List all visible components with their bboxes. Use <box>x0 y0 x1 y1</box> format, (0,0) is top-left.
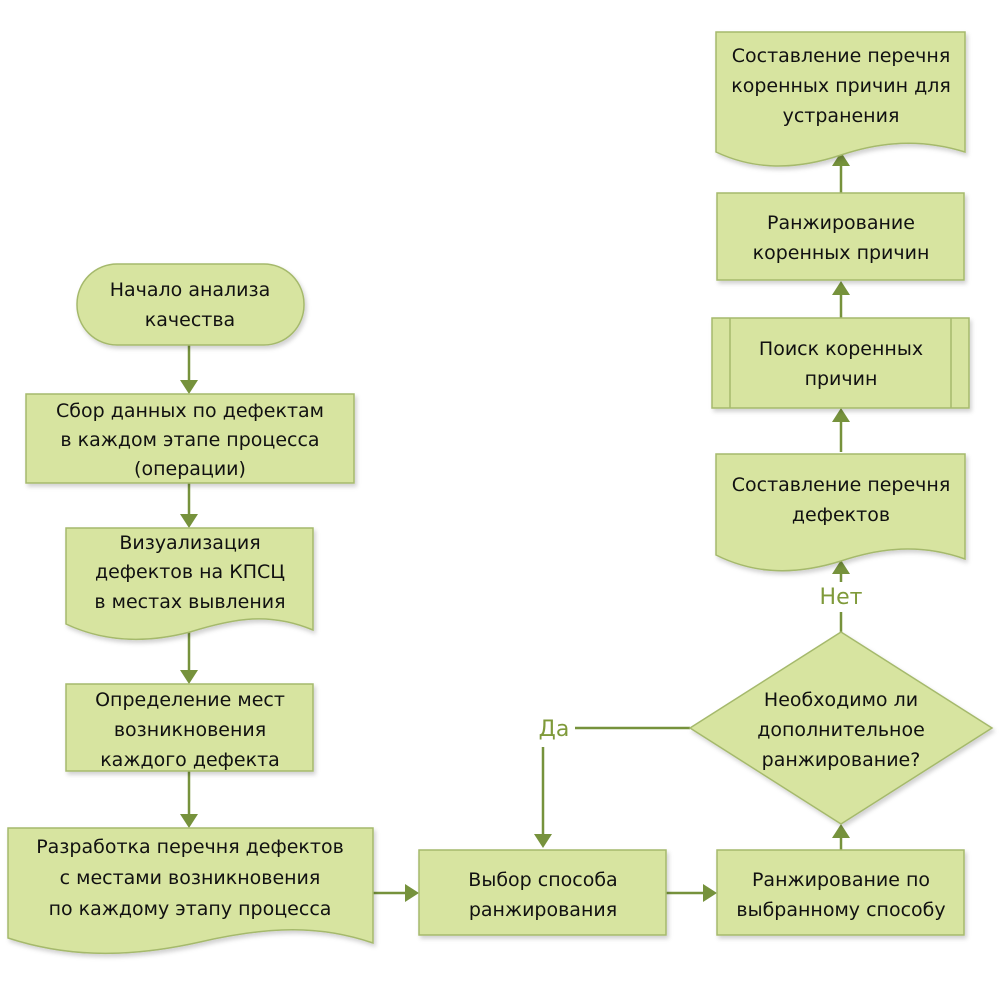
node-choose-method-line-2: ранжирования <box>469 899 617 921</box>
node-choose-method-line-1: Выбор способа <box>468 869 617 891</box>
node-locate-line-1: Определение мест <box>95 689 285 711</box>
node-visualize-line-3: в местах вывления <box>94 591 285 613</box>
node-start-line-1: Начало анализа <box>110 279 271 301</box>
arrowhead-icon <box>832 824 850 838</box>
node-rank-by-method-line-1: Ранжирование по <box>752 869 930 891</box>
node-visualize-line-1: Визуализация <box>119 532 260 554</box>
node-root-list-line-3: устранения <box>783 105 900 127</box>
node-develop-list[interactable]: Разработка перечня дефектов с местами во… <box>7 827 374 955</box>
node-decision-line-3: ранжирование? <box>762 749 921 771</box>
arrowhead-icon <box>703 884 717 902</box>
arrowhead-icon <box>180 514 198 528</box>
node-locate-line-3: каждого дефекта <box>100 749 280 771</box>
node-rank-roots-line-1: Ранжирование <box>767 212 915 234</box>
arrowhead-icon <box>832 408 850 422</box>
node-defect-list-line-2: дефектов <box>792 504 890 526</box>
node-start[interactable]: Начало анализа качества <box>76 263 305 346</box>
arrowhead-icon <box>832 152 850 166</box>
node-root-search-line-2: причин <box>805 368 878 390</box>
node-root-search[interactable]: Поиск коренных причин <box>711 317 970 409</box>
node-rank-by-method[interactable]: Ранжирование по выбранному способу <box>716 849 965 936</box>
branch-label-no: Нет <box>820 585 863 610</box>
arrowhead-icon <box>832 560 850 574</box>
node-root-search-line-1: Поиск коренных <box>759 338 923 360</box>
branch-label-yes: Да <box>539 717 570 742</box>
arrowhead-icon <box>180 380 198 394</box>
connectors <box>180 152 850 902</box>
node-root-list[interactable]: Составление перечня коренных причин для … <box>715 31 966 167</box>
node-visualize-line-2: дефектов на КПСЦ <box>95 561 285 583</box>
node-defect-list[interactable]: Составление перечня дефектов <box>715 453 966 572</box>
node-decision-line-2: дополнительное <box>757 719 925 741</box>
arrowhead-icon <box>832 281 850 295</box>
node-rank-by-method-line-2: выбранному способу <box>736 899 945 921</box>
node-collect-line-2: в каждом этапе процесса <box>60 429 319 451</box>
node-develop-list-line-3: по каждому этапу процесса <box>49 898 332 920</box>
node-develop-list-line-1: Разработка перечня дефектов <box>36 836 344 858</box>
node-collect[interactable]: Сбор данных по дефектам в каждом этапе п… <box>25 393 355 484</box>
node-collect-line-3: (операции) <box>134 458 246 480</box>
node-choose-method[interactable]: Выбор способа ранжирования <box>418 849 667 936</box>
node-root-list-line-2: коренных причин для <box>731 75 951 97</box>
node-develop-list-line-2: с местами возникновения <box>60 867 321 889</box>
arrowhead-icon <box>534 834 552 848</box>
node-rank-roots[interactable]: Ранжирование коренных причин <box>716 192 965 281</box>
node-visualize[interactable]: Визуализация дефектов на КПСЦ в местах в… <box>65 527 314 641</box>
node-root-list-line-1: Составление перечня <box>732 45 951 67</box>
node-rank-roots-line-2: коренных причин <box>753 242 930 264</box>
arrowhead-icon <box>180 814 198 828</box>
node-locate[interactable]: Определение мест возникновения каждого д… <box>65 683 314 772</box>
node-start-line-2: качества <box>145 309 235 331</box>
node-locate-line-2: возникновения <box>114 719 266 741</box>
node-collect-line-1: Сбор данных по дефектам <box>56 400 324 422</box>
arrowhead-icon <box>405 884 419 902</box>
node-defect-list-line-1: Составление перечня <box>732 474 951 496</box>
node-decision-line-1: Необходимо ли <box>764 689 918 711</box>
node-decision[interactable]: Необходимо ли дополнительное ранжировани… <box>688 631 994 825</box>
arrowhead-icon <box>180 670 198 684</box>
